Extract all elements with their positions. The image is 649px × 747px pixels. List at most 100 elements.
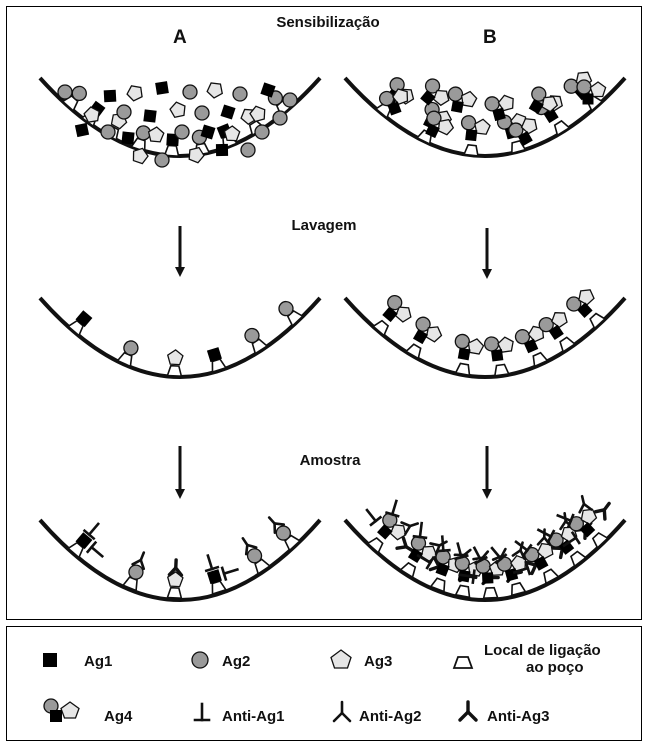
binding-site <box>118 339 141 367</box>
ag4-square <box>491 349 503 361</box>
ag4-circle <box>461 115 476 130</box>
binding-site <box>237 534 270 573</box>
ag1-square <box>216 144 228 156</box>
binding-site-trapezoid <box>406 343 423 359</box>
ag4-circle <box>447 86 463 102</box>
immune-complexes-a-amostra <box>68 513 300 598</box>
legend-binding-site-line1: Local de ligação <box>484 642 601 659</box>
binding-site <box>369 293 416 341</box>
binding-site-trapezoid <box>483 588 497 599</box>
ag3-pentagon <box>125 82 146 103</box>
binding-site <box>123 550 150 590</box>
ag3-pentagon <box>167 350 183 365</box>
legend-ag1-label: Ag1 <box>84 653 112 670</box>
ag2-circle <box>175 125 189 139</box>
binding-site <box>564 284 611 332</box>
ag3-pentagon <box>169 99 189 119</box>
anti-ag1 <box>387 499 403 516</box>
immune-complexes-b-amostra <box>350 482 627 602</box>
ag3-icon <box>331 650 351 668</box>
binding-site <box>167 350 183 377</box>
ag4-square <box>458 348 471 361</box>
binding-site-icon <box>454 657 472 668</box>
legend-ag3-label: Ag3 <box>364 653 392 670</box>
anti-ag3 <box>595 500 614 519</box>
step-label-sensibilizacao: Sensibilização <box>276 14 379 31</box>
ag4-complex <box>452 333 484 362</box>
binding-site-trapezoid <box>456 363 472 375</box>
panel-label-a: A <box>173 27 187 48</box>
anti-ag2-icon <box>334 702 350 721</box>
binding-site-trapezoid <box>456 585 472 597</box>
ag4-square <box>583 94 594 105</box>
anti-ag1-icon <box>195 704 209 720</box>
ag4-complex <box>460 115 491 143</box>
ag1-square <box>121 131 134 144</box>
legend-ag1: Ag1 <box>43 653 112 670</box>
ag4-complex <box>446 86 478 115</box>
ag1-square <box>75 123 89 137</box>
ag1-square <box>143 109 156 122</box>
binding-site-trapezoid <box>569 550 586 566</box>
binding-site-trapezoid <box>591 531 608 548</box>
ag4-square <box>482 572 493 583</box>
legend-anti-ag2-label: Anti-Ag2 <box>359 708 422 725</box>
binding-site <box>450 333 485 376</box>
anti-ag1 <box>88 543 106 561</box>
anti-ag1 <box>222 564 239 580</box>
step-label-lavagem: Lavagem <box>291 217 356 234</box>
binding-site-trapezoid <box>167 366 181 377</box>
binding-site-trapezoid <box>368 536 385 553</box>
ag2-circle <box>283 93 297 107</box>
binding-site-trapezoid <box>494 364 509 376</box>
ag4-circle <box>577 80 591 94</box>
step-label-amostra: Amostra <box>300 452 362 469</box>
binding-site <box>401 315 445 363</box>
binding-site-trapezoid <box>588 311 605 328</box>
legend-anti-ag3: Anti-Ag3 <box>460 702 550 725</box>
ag4-complex <box>484 91 518 122</box>
ag4-circle <box>454 333 470 349</box>
legend-ag2-label: Ag2 <box>222 653 250 670</box>
binding-site <box>537 307 582 355</box>
ag2-circle <box>58 85 72 99</box>
ag2-circle <box>273 111 287 125</box>
binding-site <box>167 560 184 599</box>
binding-site <box>68 519 116 568</box>
ag4-circle <box>484 336 500 352</box>
binding-site-trapezoid <box>552 119 569 135</box>
bound-antigens-b-lavagem <box>369 284 612 376</box>
anti-ag1 <box>202 554 218 571</box>
ag4-square <box>465 129 477 141</box>
ag4-icon <box>44 699 79 722</box>
anti-ag1 <box>362 506 380 524</box>
antigens-b-sensibilizacao <box>371 67 608 157</box>
ag1-icon <box>43 653 57 667</box>
legend-ag4-label: Ag4 <box>104 708 133 725</box>
binding-site <box>264 513 300 551</box>
legend-anti-ag1: Anti-Ag1 <box>195 704 285 725</box>
legend-anti-ag2: Anti-Ag2 <box>334 702 422 725</box>
binding-site-trapezoid <box>373 319 390 336</box>
bound-antigens-a-lavagem <box>68 299 302 377</box>
binding-site <box>131 124 152 151</box>
ag1-square <box>220 104 235 119</box>
binding-site-trapezoid <box>464 144 479 155</box>
antigens-a-sensibilizacao <box>58 79 297 167</box>
legend-anti-ag3-label: Anti-Ag3 <box>487 708 550 725</box>
binding-site <box>484 334 518 376</box>
ag2-circle <box>101 125 115 139</box>
ag2-circle <box>117 105 131 119</box>
binding-site-trapezoid <box>167 588 181 599</box>
ag3-pentagon <box>148 126 164 142</box>
panel-label-b: B <box>483 27 497 48</box>
binding-site-trapezoid <box>558 336 575 352</box>
legend-binding-site: Local de ligação ao poço <box>454 642 601 676</box>
ag2-circle <box>255 125 269 139</box>
legend-ag4: Ag4 <box>44 699 133 725</box>
legend-anti-ag1-label: Anti-Ag1 <box>222 708 285 725</box>
legend-ag3: Ag3 <box>331 650 392 670</box>
ag3-pentagon <box>205 79 226 100</box>
ag2-circle <box>155 153 169 167</box>
